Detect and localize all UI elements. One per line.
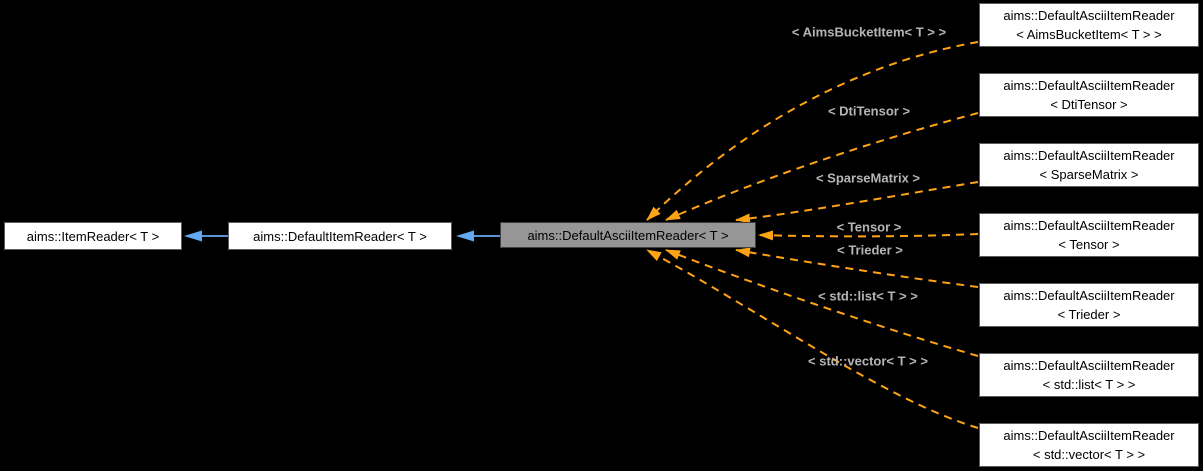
inheritance-edges (184, 230, 500, 242)
template-edge-dtitensor (665, 112, 979, 221)
template-edge-aimsbucketitem (646, 41, 979, 221)
spec-template-params: < std::vector< T > > (1032, 447, 1146, 462)
class-node-defaultasciiitemreader-focus[interactable]: aims::DefaultAsciiItemReader< T > (500, 222, 756, 248)
edge-label-trieder: < Trieder > (837, 242, 903, 258)
spec-class-name: aims::DefaultAsciiItemReader (1003, 428, 1175, 443)
spec-node-trieder[interactable]: aims::DefaultAsciiItemReader < Trieder > (979, 283, 1199, 327)
template-instantiation-edges (646, 41, 979, 429)
spec-node-sparsematrix[interactable]: aims::DefaultAsciiItemReader < SparseMat… (979, 143, 1199, 187)
class-node-itemreader[interactable]: aims::ItemReader< T > (4, 222, 182, 250)
spec-template-params: < Tensor > (1058, 237, 1120, 252)
inheritance-arrowhead-base (184, 230, 202, 242)
spec-class-name: aims::DefaultAsciiItemReader (1003, 288, 1175, 303)
spec-template-params: < DtiTensor > (1050, 97, 1128, 112)
spec-node-dtitensor[interactable]: aims::DefaultAsciiItemReader < DtiTensor… (979, 73, 1199, 117)
template-edge-sparsematrix (735, 181, 979, 224)
spec-node-tensor[interactable]: aims::DefaultAsciiItemReader < Tensor > (979, 213, 1199, 257)
spec-template-params: < AimsBucketItem< T > > (1016, 27, 1162, 42)
template-edge-tensor (758, 230, 979, 241)
template-edge-std-vector (646, 249, 979, 429)
spec-template-params: < std::list< T > > (1042, 377, 1136, 392)
spec-class-name: aims::DefaultAsciiItemReader (1003, 218, 1175, 233)
spec-class-name: aims::DefaultAsciiItemReader (1003, 148, 1175, 163)
edge-label-sparsematrix: < SparseMatrix > (815, 170, 921, 186)
spec-class-name: aims::DefaultAsciiItemReader (1003, 8, 1175, 23)
edge-label-aimsbucketitem: < AimsBucketItem< T > > (791, 24, 947, 40)
spec-class-name: aims::DefaultAsciiItemReader (1003, 358, 1175, 373)
spec-node-std-list[interactable]: aims::DefaultAsciiItemReader < std::list… (979, 353, 1199, 397)
edge-label-std-vector: < std::vector< T > > (808, 353, 928, 369)
edge-label-dtitensor: < DtiTensor > (827, 103, 911, 119)
edge-label-std-list: < std::list< T > > (818, 288, 918, 304)
spec-node-aimsbucketitem[interactable]: aims::DefaultAsciiItemReader < AimsBucke… (979, 3, 1199, 47)
edge-label-tensor: < Tensor > (836, 219, 902, 235)
spec-template-params: < SparseMatrix > (1039, 167, 1139, 182)
class-node-defaultitemreader[interactable]: aims::DefaultItemReader< T > (228, 222, 452, 250)
inheritance-arrowhead-derived (456, 230, 474, 242)
template-edge-std-list (665, 249, 979, 357)
spec-class-name: aims::DefaultAsciiItemReader (1003, 78, 1175, 93)
spec-node-std-vector[interactable]: aims::DefaultAsciiItemReader < std::vect… (979, 423, 1199, 467)
spec-template-params: < Trieder > (1057, 307, 1121, 322)
template-edge-trieder (735, 247, 979, 288)
